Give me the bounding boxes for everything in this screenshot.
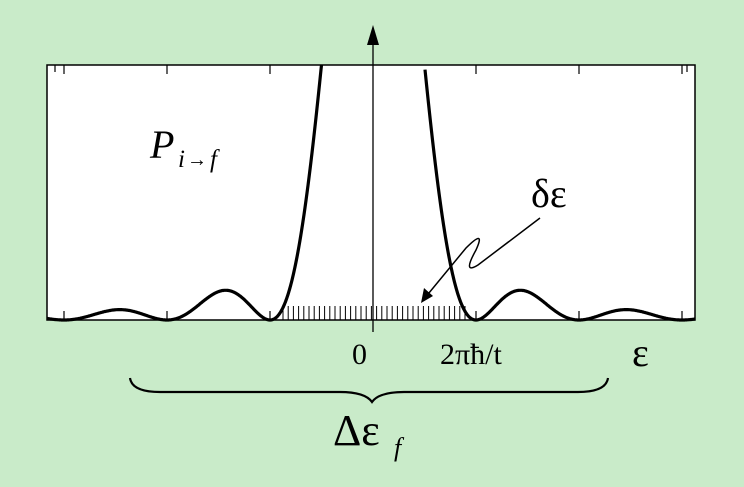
level-spacing-label: δε xyxy=(531,171,567,216)
y-axis-arrowhead xyxy=(367,25,379,45)
y-axis-label: P xyxy=(149,122,174,167)
level-spacing-pointer xyxy=(423,217,541,300)
level-spacing-ticks xyxy=(282,306,466,320)
y-axis-label-subscript-arrow: → xyxy=(187,149,207,171)
probability-curve xyxy=(45,64,697,322)
energy-window-brace xyxy=(128,377,610,404)
y-axis-label-subscript-f: f xyxy=(210,146,220,173)
x-tick-zero: 0 xyxy=(352,338,367,371)
energy-window-label-subscript: f xyxy=(394,433,405,462)
x-tick-period: 2πħ/t xyxy=(440,338,502,371)
y-axis-label-subscript-i: i xyxy=(178,146,185,173)
level-spacing-pointer-arrowhead xyxy=(421,288,433,303)
x-axis-label: ε xyxy=(632,330,649,375)
plot-frame xyxy=(46,64,696,321)
energy-window-label: Δε xyxy=(333,406,380,455)
